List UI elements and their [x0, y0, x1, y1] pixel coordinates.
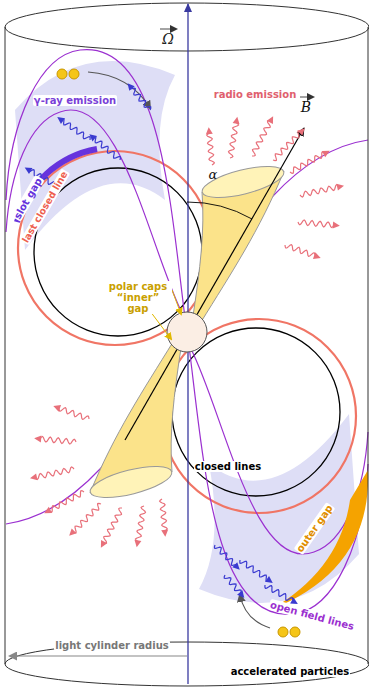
wavy-arrow [224, 575, 241, 593]
wavy-arrow [214, 545, 236, 565]
wavy-arrow [229, 123, 239, 159]
wavy-arrow [40, 436, 76, 444]
arrow-head [237, 590, 244, 598]
wavy-arrow [59, 408, 89, 420]
wavy-arrow [298, 220, 334, 228]
wavy-arrow [207, 133, 215, 165]
arrow-head [25, 168, 33, 175]
wavy-arrow [130, 88, 151, 110]
wavy-arrow [136, 506, 146, 542]
wavy-arrow [290, 152, 324, 174]
wavy-arrow [50, 491, 84, 512]
particle-label: accelerated particles [230, 666, 351, 677]
arrow-head [290, 597, 298, 604]
arrow-head [30, 473, 38, 480]
wavy-arrow [160, 499, 168, 531]
wavy-arrow [104, 508, 122, 543]
emission-label: γ-ray emission [33, 95, 117, 106]
arrow-head [233, 117, 240, 125]
line-label: open field lines [268, 598, 356, 632]
dimension-label: light cylinder radius [54, 640, 170, 651]
vector-symbol: Ω [161, 32, 175, 47]
arrow-head [313, 252, 321, 259]
wavy-arrow [265, 585, 293, 601]
wavy-arrow [95, 136, 120, 160]
arrow-head [297, 128, 304, 135]
arrow-head [101, 540, 107, 548]
arrow-head [322, 151, 330, 157]
wavy-arrow [273, 131, 299, 161]
wavy-arrow [240, 560, 267, 582]
wavy-arrow [36, 467, 74, 480]
arrow-head [134, 540, 141, 548]
arrow-head [336, 184, 344, 191]
arrow-head [44, 507, 52, 513]
arrow-head [128, 83, 135, 91]
region-label: polar caps “inner” gap [104, 281, 172, 314]
emission-label: radio emission [213, 89, 298, 100]
arrow-head [57, 117, 65, 124]
arrow-head [267, 116, 273, 124]
wavy-arrow [64, 118, 91, 140]
wavy-arrow [285, 245, 315, 257]
wavy-arrow [300, 185, 338, 198]
arrow-head [265, 576, 273, 583]
wavy-arrow [75, 503, 101, 533]
wavy-arrow [252, 121, 270, 156]
arrow-head [34, 435, 41, 442]
arrow-head [206, 127, 213, 134]
arrow-head [53, 405, 61, 412]
angle-symbol: α [208, 168, 219, 182]
arrow-head [69, 528, 76, 535]
arrow-head [161, 530, 168, 537]
vector-symbol: B [300, 100, 312, 115]
region-label: closed lines [194, 461, 262, 472]
arrow-head [333, 222, 340, 229]
arrow-head [232, 562, 239, 569]
